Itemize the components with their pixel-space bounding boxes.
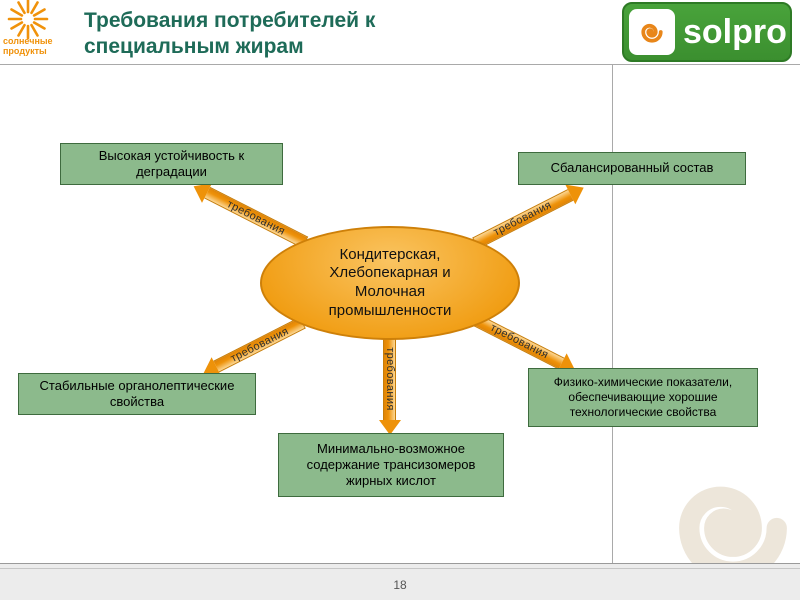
solpro-spiral-tile (629, 9, 675, 55)
center-industries-ellipse: Кондитерская, Хлебопекарная и Молочная п… (260, 226, 520, 340)
box-trans-isomers: Минимально-возможное содержание трансизо… (278, 433, 504, 497)
spiral-icon (641, 23, 663, 43)
sun-products-line2: продукты (3, 46, 47, 57)
sun-products-line1: солнечные (3, 36, 53, 46)
page-number: 18 (393, 578, 407, 592)
slide-title: Требования потребителей к специальным жи… (84, 9, 376, 59)
content-divider (612, 64, 613, 564)
arrow-label: требования (488, 321, 551, 362)
sun-products-wordmark: солнечные продукты (3, 36, 53, 57)
box-degradation-resistance: Высокая устойчивость к деградации (60, 143, 283, 185)
arrow-label: требования (224, 198, 288, 238)
arrow-label: требования (228, 325, 291, 365)
box-organoleptic-properties: Стабильные органолептические свойства (18, 373, 256, 415)
arrow-top-left: требования (188, 176, 310, 252)
arrow-top-right: требования (470, 177, 589, 253)
arrow-label: требования (491, 198, 554, 239)
arrow-bottom-center: требования (379, 338, 401, 435)
arrow-label: требования (384, 347, 396, 411)
solpro-logo: solpro (622, 2, 792, 62)
sun-products-logo: солнечные продукты (0, 0, 70, 64)
footer-divider (0, 568, 800, 569)
sunburst-icon (7, 0, 49, 40)
box-balanced-composition: Сбалансированный состав (518, 152, 746, 185)
solpro-wordmark: solpro (683, 12, 787, 51)
header-divider (0, 64, 800, 65)
footer: 18 (0, 563, 800, 600)
box-physico-chemical: Физико-химические показатели, обеспечива… (528, 368, 758, 427)
